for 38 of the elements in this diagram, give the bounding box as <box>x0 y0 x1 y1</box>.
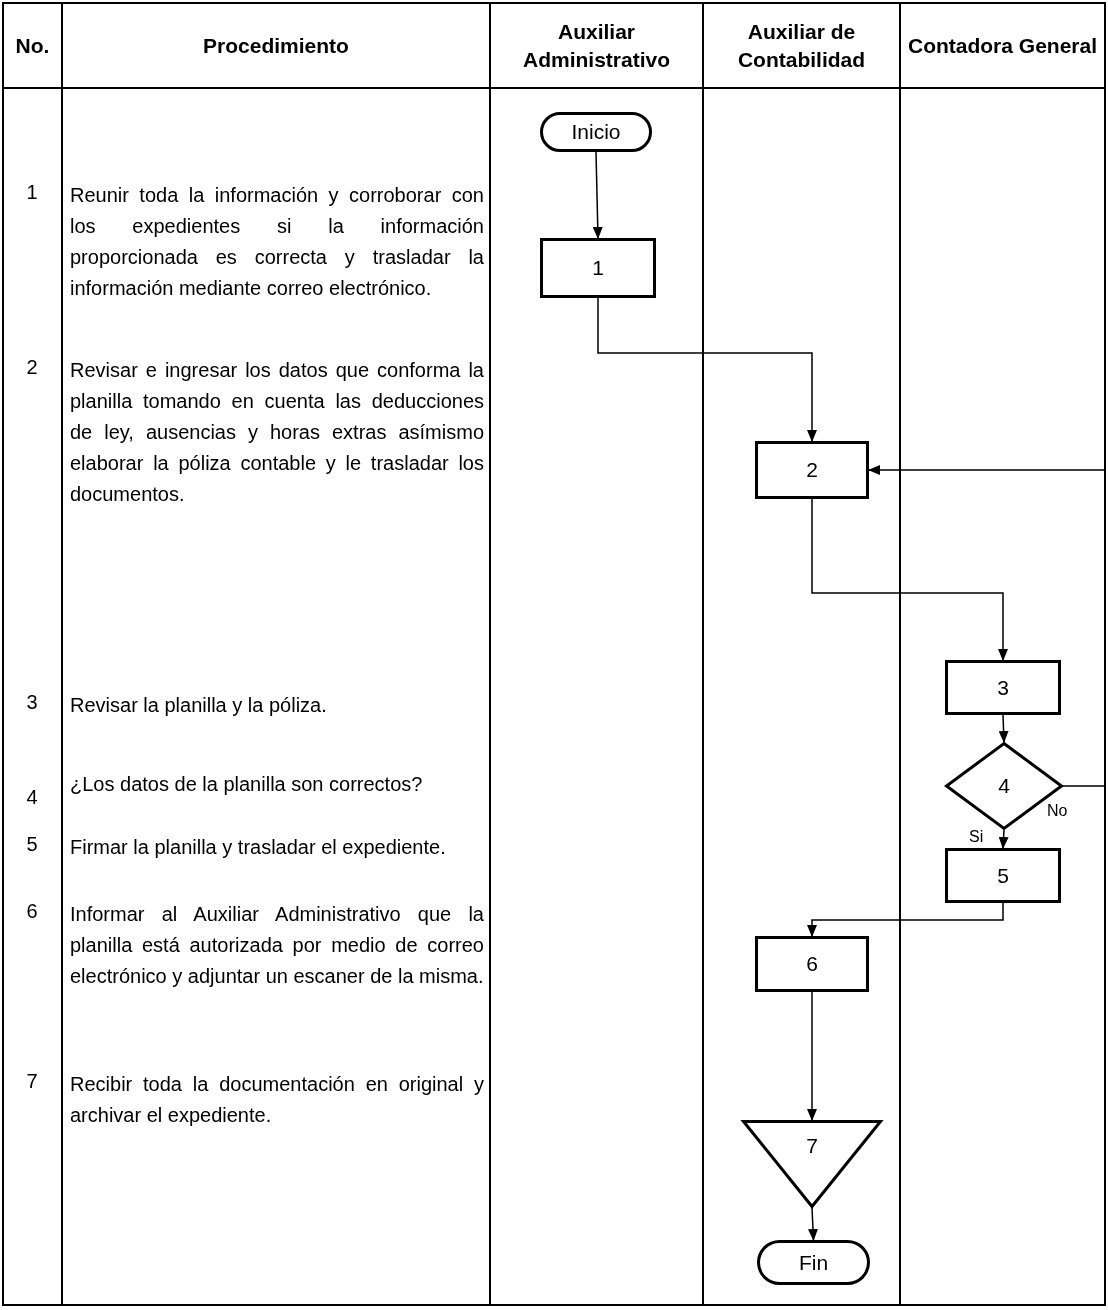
process-box: 6 <box>755 936 869 992</box>
step-number: 2 <box>26 356 38 378</box>
column-header: Auxiliar de Contabilidad <box>736 18 867 73</box>
flow-arrow <box>597 297 817 442</box>
process-box: 1 <box>540 238 656 298</box>
step-number: 6 <box>26 900 38 922</box>
terminal-shape: Inicio <box>540 112 652 152</box>
column-header: No. <box>15 32 50 59</box>
process-box: 2 <box>755 441 869 499</box>
flow-arrow <box>592 151 603 239</box>
procedure-text: Reunir toda la información y corroborar con los expedientes si la información proporcionada es correcta y trasladar la información mediante correo electrónico. <box>70 183 484 301</box>
process-box: 5 <box>945 848 1061 903</box>
step-number: 7 <box>26 1070 38 1092</box>
flow-arrow <box>807 991 817 1121</box>
procedure-text: Firmar la planilla y trasladar el expediente. <box>70 835 447 860</box>
archive-triangle: 7 <box>742 1120 882 1208</box>
flow-arrow <box>807 902 1004 937</box>
terminal-shape: Fin <box>757 1240 870 1285</box>
flow-arrow <box>811 498 1008 661</box>
procedure-text: Informar al Auxiliar Administrativo que la planilla está autorizada por medio de correo electrónico y adjuntar un escaner de la misma. <box>70 902 484 989</box>
step-number: 3 <box>26 691 38 713</box>
flow-arrow <box>868 465 1106 787</box>
procedure-text: ¿Los datos de la planilla son correctos? <box>70 772 424 797</box>
step-number: 5 <box>26 833 38 855</box>
step-number: 1 <box>26 181 38 203</box>
column-header: Procedimiento <box>203 32 349 59</box>
step-number: 4 <box>26 786 38 808</box>
flow-arrow <box>998 714 1009 743</box>
edge-label: No <box>1046 802 1069 819</box>
column-header: Contadora General <box>907 32 1097 59</box>
edge-label: Si <box>968 828 985 845</box>
flow-arrow <box>808 1207 818 1241</box>
procedure-text: Revisar e ingresar los datos que conforma la planilla tomando en cuenta las deducciones de ley, ausencias y horas extras asímismo elaborar la póliza contable y le trasladar los documentos. <box>70 358 484 507</box>
process-box: 3 <box>945 660 1061 715</box>
column-header: Auxiliar Administrativo <box>522 18 671 73</box>
flow-arrow <box>998 829 1009 849</box>
procedure-text: Recibir toda la documentación en original y archivar el expediente. <box>70 1072 484 1128</box>
procedure-text: Revisar la planilla y la póliza. <box>70 693 328 718</box>
